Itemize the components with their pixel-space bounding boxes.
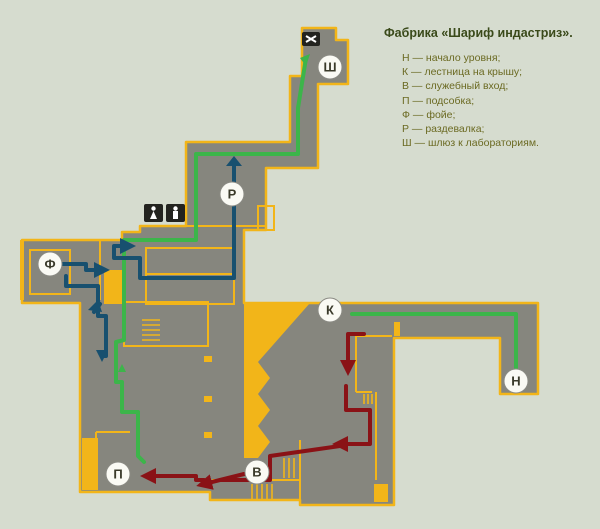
legend-item: Н — начало уровня; — [402, 52, 501, 64]
restroom-female-icon — [144, 204, 163, 222]
marker-storeroom-label: П — [113, 467, 122, 482]
marker-foyer-label: Ф — [44, 257, 55, 272]
structural-blocks — [20, 240, 400, 502]
legend: Н — начало уровня; К — лестница на крышу… — [402, 51, 539, 150]
legend-item: Ф — фойе; — [402, 108, 456, 121]
route-blue-arrows — [88, 156, 242, 362]
marker-lab-airlock: Ш — [317, 54, 343, 80]
marker-roof-stairs: К — [317, 297, 343, 323]
route-green — [114, 56, 518, 464]
marker-service-entrance-label: В — [252, 465, 261, 480]
marker-storeroom: П — [105, 461, 131, 487]
marker-roof-stairs-label: К — [326, 303, 334, 318]
legend-item: П — подсобка; — [402, 94, 475, 107]
legend-item: Ш — шлюз к лабораториям. — [402, 137, 539, 150]
legend-item: Р — раздевалка; — [402, 123, 485, 136]
legend-item: К — лестница на крышу; — [402, 66, 523, 79]
exit-icon — [302, 32, 320, 46]
legend-item: В — служебный вход; — [402, 80, 509, 93]
marker-lab-airlock-label: Ш — [323, 60, 336, 75]
restroom-male-icon — [166, 204, 185, 222]
marker-foyer: Ф — [37, 251, 63, 277]
marker-locker-room: Р — [219, 181, 245, 207]
map-title: Фабрика «Шариф индастриз». — [384, 26, 573, 40]
building-floor — [20, 26, 540, 507]
stairs — [142, 319, 373, 500]
route-red — [140, 332, 372, 490]
route-green-arrows — [118, 54, 310, 372]
marker-start: Н — [503, 368, 529, 394]
marker-locker-room-label: Р — [228, 187, 237, 202]
marker-service-entrance: В — [244, 459, 270, 485]
marker-start-label: Н — [511, 374, 520, 389]
